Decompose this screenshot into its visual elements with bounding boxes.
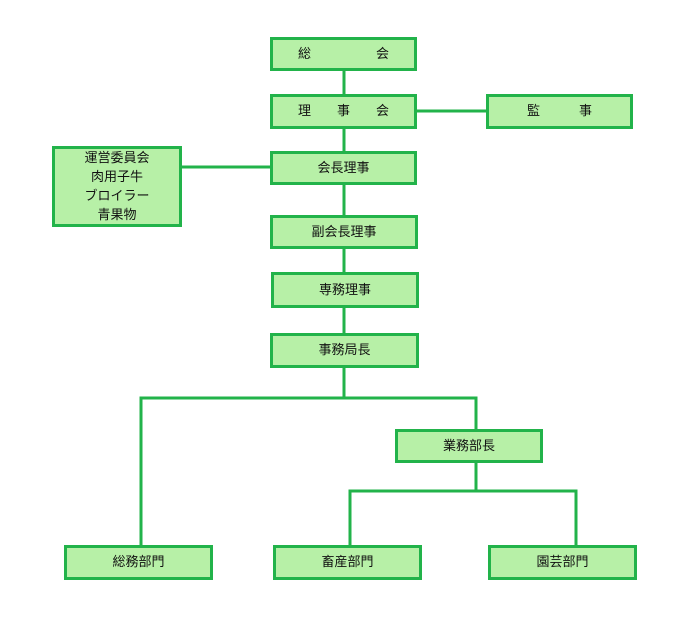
node-livestock-dept-label: 畜産部門: [321, 555, 374, 570]
node-committee: 運営委員会 肉用子牛 ブロイラー 青果物: [52, 146, 182, 227]
node-auditor-label: 監 事: [526, 104, 592, 119]
node-general-affairs-dept: 総務部門: [64, 545, 213, 580]
node-general-meeting: 総 会: [270, 37, 417, 71]
node-senior-director-label: 専務理事: [318, 282, 371, 298]
node-committee-label: 運営委員会 肉用子牛 ブロイラー 青果物: [84, 150, 150, 223]
node-operations-manager: 業務部長: [395, 429, 543, 463]
node-auditor: 監 事: [486, 94, 633, 129]
node-secretary-general-label: 事務局長: [318, 343, 371, 358]
node-vice-chairman: 副会長理事: [270, 215, 418, 249]
node-board-of-directors-label: 理 事 会: [297, 104, 389, 119]
node-chairman: 会長理事: [270, 151, 417, 185]
node-general-affairs-dept-label: 総務部門: [112, 555, 165, 570]
node-horticulture-dept-label: 園芸部門: [536, 555, 589, 570]
node-senior-director: 専務理事: [271, 272, 419, 308]
node-operations-manager-label: 業務部長: [442, 438, 495, 454]
node-horticulture-dept: 園芸部門: [488, 545, 637, 580]
node-secretary-general: 事務局長: [270, 333, 419, 368]
node-vice-chairman-label: 副会長理事: [311, 224, 377, 240]
node-chairman-label: 会長理事: [317, 160, 370, 176]
node-board-of-directors: 理 事 会: [270, 94, 417, 129]
node-livestock-dept: 畜産部門: [273, 545, 422, 580]
node-general-meeting-label: 総 会: [297, 46, 389, 62]
